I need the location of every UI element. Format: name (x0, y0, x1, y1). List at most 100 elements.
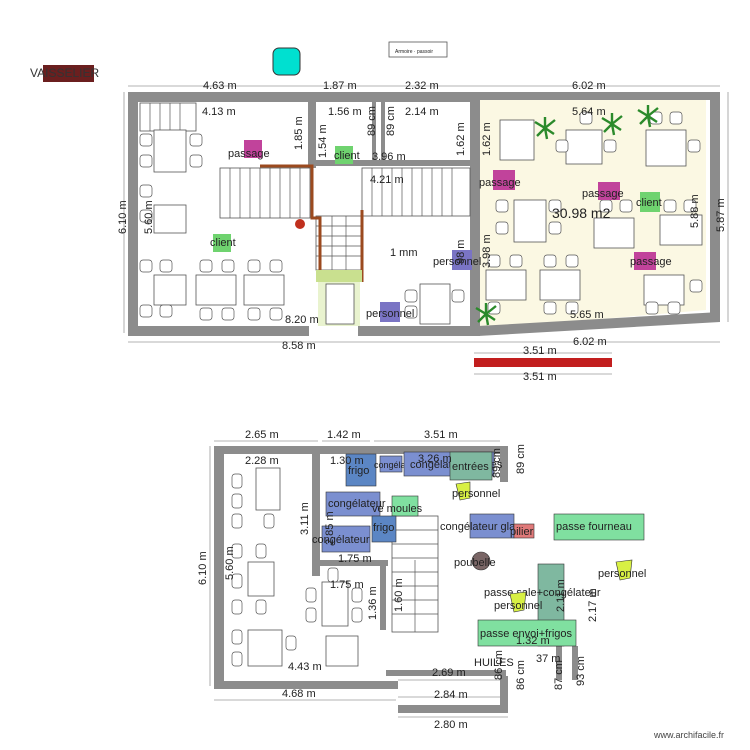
dim-inner-214: 2.14 m (405, 106, 439, 118)
congelateur-glaces-label-2: congélateur glaces (440, 521, 533, 533)
dim-v-162a: 1.62 m (455, 122, 467, 156)
pilier-block[interactable] (513, 523, 535, 539)
client-label-3: client (636, 197, 662, 209)
passe-envoi[interactable] (477, 619, 577, 647)
dim-red-351a: 3.51 m (523, 345, 557, 357)
dim-b-269: 2.69 m (432, 667, 466, 679)
dim-left-610: 6.10 m (117, 200, 129, 234)
personnel-marker-5[interactable] (509, 591, 527, 613)
dim-b-left-560: 5.60 m (224, 546, 236, 580)
passage-marker-1[interactable] (244, 140, 262, 158)
dim-b-285: 2.85 m (324, 511, 336, 545)
congelateur-top-a-label: congélateur (374, 460, 421, 470)
dim-b-443: 4.43 m (288, 661, 322, 673)
dim-bottom-565: 5.65 m (570, 309, 604, 321)
entrees-label: entrées (452, 461, 489, 473)
plants (475, 105, 659, 326)
dim-h-396: 3.96 m (372, 151, 406, 163)
dim-b-351: 3.51 m (424, 429, 458, 441)
vaisselier-block[interactable] (43, 65, 94, 82)
passage-marker-4[interactable] (634, 252, 656, 270)
terrace-area-label: 30.98 m2 (552, 205, 611, 221)
top-stairs-center (260, 164, 364, 326)
personnel-label-2: personnel (366, 308, 414, 320)
bottom-stairs (391, 515, 439, 633)
personnel-label-5: personnel (494, 600, 542, 612)
congelateur-2[interactable] (321, 525, 371, 553)
passe-fourneau-label: passe fourneau (556, 521, 632, 533)
dim-h-421: 4.21 m (370, 174, 404, 186)
dim-v-398: 3.98 m (481, 234, 493, 268)
dim-b-326: 3.26 m (418, 453, 452, 465)
dim-v-154: 1.54 m (317, 124, 329, 158)
personnel-label-3: personnel (452, 488, 500, 500)
client-label-2: client (210, 237, 236, 249)
dim-b-37: 37 m (536, 653, 560, 665)
passage-marker-3[interactable] (598, 182, 620, 200)
dim-b-93: 93 cm (575, 656, 587, 686)
congelateur-1[interactable] (325, 491, 381, 517)
dim-b-280: 2.80 m (434, 719, 468, 731)
poubelle-marker[interactable] (471, 551, 491, 571)
personnel-marker-3[interactable] (455, 481, 471, 501)
dim-bottom-820: 8.20 m (285, 314, 319, 326)
top-walls (128, 92, 720, 336)
bottom-dining-left (231, 467, 363, 667)
dim-v-162b: 1.62 m (481, 122, 493, 156)
dim-b-160: 1.60 m (393, 578, 405, 612)
dim-top-602: 6.02 m (572, 80, 606, 92)
dim-right-587: 5.87 m (715, 198, 727, 232)
passe-fourneau[interactable] (553, 513, 645, 541)
poubelle-label: poubelle (454, 557, 496, 569)
congelateur-top-a[interactable] (379, 455, 403, 473)
dim-v-98: 98 m (455, 240, 467, 264)
frigo-2[interactable] (371, 515, 397, 543)
client-marker-2[interactable] (213, 234, 231, 252)
client-marker-3[interactable] (640, 192, 660, 212)
huiles-label: HUILES (474, 657, 514, 669)
moules-block[interactable] (391, 495, 419, 517)
dim-inner-413: 4.13 m (202, 106, 236, 118)
passage-label-3: passage (582, 188, 624, 200)
dim-b-211: 2.11 m (555, 579, 567, 612)
congelateur-glaces-2[interactable] (469, 513, 515, 539)
top-stairs-right (361, 167, 471, 217)
corner-stair (139, 102, 197, 132)
dim-v-89a: 89 cm (366, 106, 378, 136)
dim-mid-1mm: 1 mm (390, 247, 418, 259)
dining-tables-left (139, 129, 465, 325)
client-marker-1[interactable] (335, 146, 353, 164)
dim-b-284: 2.84 m (434, 689, 468, 701)
dim-bottom-602: 6.02 m (573, 336, 607, 348)
dim-b-136: 1.36 m (367, 586, 379, 620)
dim-top-232: 2.32 m (405, 80, 439, 92)
passe-sale-label: passe sale+congélateur (484, 587, 601, 599)
personnel-label-4: personnel (598, 568, 646, 580)
congelateur-label-1: congélateur (328, 498, 386, 510)
dim-top-463: 4.63 m (203, 80, 237, 92)
footer-watermark: www.archifacile.fr (653, 730, 724, 740)
dim-b-311: 3.11 m (299, 502, 311, 535)
cyan-fixture[interactable] (272, 47, 301, 76)
dim-inner-564: 5.64 m (572, 106, 606, 118)
personnel-marker-1[interactable] (452, 250, 472, 270)
personnel-marker-2[interactable] (380, 302, 400, 322)
passage-marker-2[interactable] (493, 170, 515, 190)
dim-b-89b: 89 cm (515, 444, 527, 474)
personnel-marker-4[interactable] (615, 559, 633, 581)
frigo-1[interactable] (345, 453, 377, 487)
dim-b-132: 1.32 m (516, 635, 550, 647)
dim-b-228: 2.28 m (245, 455, 279, 467)
legend-box (388, 41, 448, 58)
dim-b-86a: 86 cm (493, 650, 505, 680)
vaisselier-label: VAISSELIER (30, 66, 99, 80)
legend-box-text: Armoire · passoir (395, 49, 433, 55)
dim-inner-156: 1.56 m (328, 106, 362, 118)
red-bar[interactable] (474, 358, 612, 367)
dim-v-185: 1.85 m (293, 116, 305, 150)
dim-b-468: 4.68 m (282, 688, 316, 700)
frigo-label-2: frigo (373, 522, 394, 534)
entrees-block[interactable] (449, 451, 493, 481)
pilier-label: pilier (510, 526, 534, 538)
